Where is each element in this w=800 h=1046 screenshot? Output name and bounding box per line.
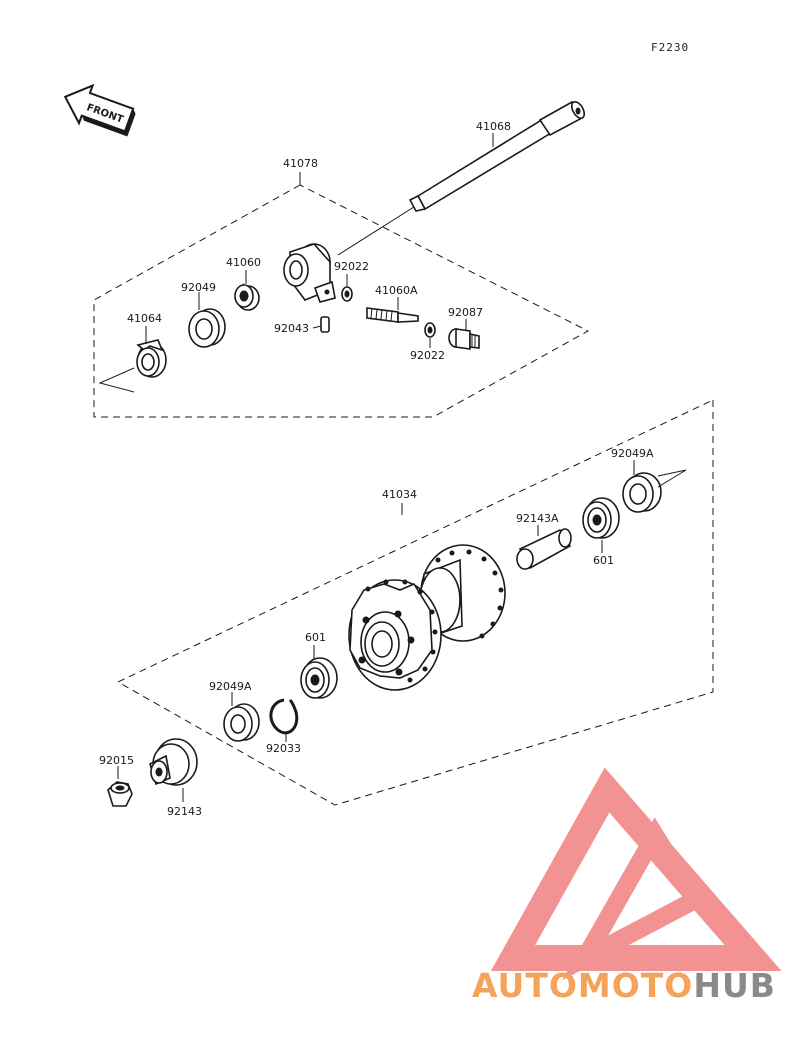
seal-92049	[188, 308, 226, 348]
seal-92049A-top	[622, 472, 662, 513]
gear-cover-41064	[136, 339, 167, 378]
label-92087: 92087	[448, 306, 483, 319]
label-41060: 41060	[226, 256, 261, 269]
watermark-text: AUTOMOTOHUB	[472, 966, 776, 1005]
label-41064: 41064	[127, 312, 162, 325]
nut-92015	[107, 781, 133, 807]
collar-92143	[149, 738, 198, 786]
assembly-box-41034	[116, 399, 714, 806]
diagram-code: F2230	[651, 41, 689, 54]
circlip-92033	[269, 698, 299, 735]
watermark-part2: HUB	[693, 966, 776, 1005]
label-41078: 41078	[283, 157, 318, 170]
pinion-41060A	[366, 307, 419, 323]
label-92143A: 92143A	[516, 512, 559, 525]
label-41068: 41068	[476, 120, 511, 133]
label-92022-lower: 92022	[410, 349, 445, 362]
label-92015: 92015	[99, 754, 134, 767]
bearing-601-mid	[300, 657, 338, 699]
label-92043: 92043	[274, 322, 309, 335]
washer-92022-upper	[341, 286, 353, 302]
label-92049: 92049	[181, 281, 216, 294]
axle-41068	[337, 100, 586, 256]
label-92022-upper: 92022	[334, 260, 369, 273]
label-601-mid: 601	[305, 631, 326, 644]
watermark-logo-icon	[490, 767, 782, 981]
label-41060A: 41060A	[375, 284, 418, 297]
label-92143: 92143	[167, 805, 202, 818]
spacer-92143A	[516, 528, 572, 570]
watermark-part1: AUTOMOTO	[472, 966, 693, 1005]
label-92033: 92033	[266, 742, 301, 755]
wheel-hub	[348, 544, 506, 691]
seal-92049A-lower	[223, 703, 260, 742]
pin-92043	[320, 316, 330, 333]
label-92049A-top: 92049A	[611, 447, 654, 460]
label-601-top: 601	[593, 554, 614, 567]
bushing-92087	[448, 328, 480, 350]
front-arrow-icon: FRONT	[63, 83, 136, 137]
gear-housing	[283, 243, 336, 303]
assembly-box-41078	[93, 184, 590, 418]
gear-41060	[234, 283, 260, 311]
bearing-601-top	[582, 497, 620, 539]
label-92049A-lower: 92049A	[209, 680, 252, 693]
washer-92022-lower	[424, 322, 436, 338]
label-41034: 41034	[382, 488, 417, 501]
